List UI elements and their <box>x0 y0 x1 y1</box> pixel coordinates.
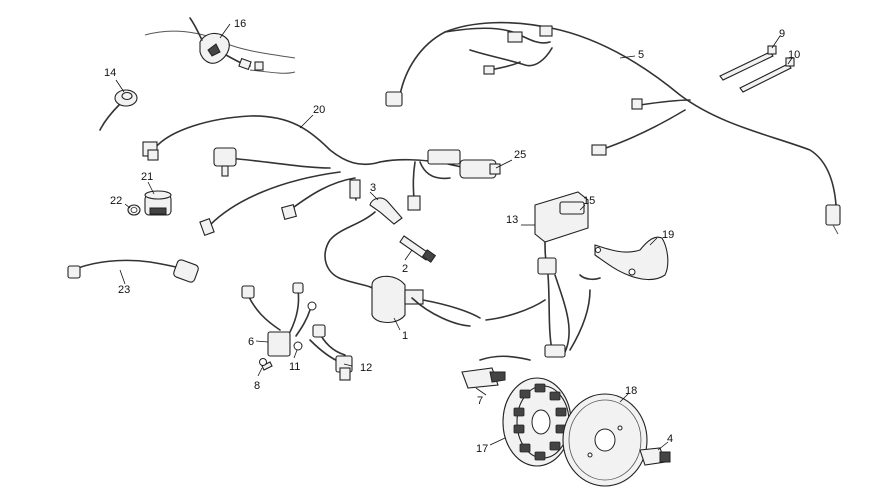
callout-13: 13 <box>506 214 518 226</box>
part-10-cable-tie <box>739 57 795 93</box>
callout-22: 21 <box>141 171 153 183</box>
callout-18: 18 <box>625 385 637 397</box>
part-21-cable <box>67 259 199 283</box>
part-9-cable-tie <box>719 45 777 81</box>
callout-5: 5 <box>638 49 644 61</box>
part-14-button-switch <box>99 89 138 131</box>
part-4-bolt <box>639 447 671 466</box>
callout-2: 2 <box>402 263 408 275</box>
stator-wiring <box>479 274 601 361</box>
callout-16: 16 <box>234 18 246 30</box>
part-5-main-harness <box>385 21 841 235</box>
callout-12: 12 <box>360 362 372 374</box>
callout-1: 1 <box>402 330 408 342</box>
part-15-rubber-mount <box>559 201 585 215</box>
part-8-screw <box>259 358 273 371</box>
part-16-handlebar-switch <box>144 17 296 74</box>
part-12-cable <box>309 324 353 381</box>
part-19-bracket <box>594 236 669 281</box>
part-20-wiring-harness <box>142 115 501 236</box>
callout-8: 8 <box>254 380 260 392</box>
callout-9: 9 <box>779 28 785 40</box>
callout-6: 6 <box>248 336 254 348</box>
callout-14: 14 <box>104 67 116 79</box>
callout-19: 19 <box>662 229 674 241</box>
callout-11: 11 <box>289 361 300 373</box>
leader-lines <box>115 23 793 451</box>
callout-10: 10 <box>788 49 800 61</box>
callout-21: 23 <box>118 284 130 296</box>
callout-3: 3 <box>370 182 376 194</box>
part-2-spark-plug <box>399 235 437 263</box>
part-18-flywheel <box>562 393 648 487</box>
callout-23: 22 <box>110 195 122 207</box>
callout-25: 25 <box>514 149 526 161</box>
part-11-washer <box>293 341 303 351</box>
callout-20: 20 <box>313 104 325 116</box>
callout-labels: 16 14 20 5 9 10 21 22 23 3 2 1 13 15 19 … <box>104 18 800 455</box>
callout-15: 15 <box>583 195 595 207</box>
part-3-spark-plug-cap <box>324 197 403 291</box>
callout-7: 7 <box>477 395 483 407</box>
part-7-pickup-sensor <box>461 367 506 389</box>
part-22-sensor <box>144 190 172 216</box>
part-1-ignition-coil <box>371 275 481 327</box>
callout-4: 4 <box>667 433 673 445</box>
part-17-stator <box>502 377 572 467</box>
part-23-o-ring <box>127 204 141 216</box>
callout-17: 17 <box>476 443 488 455</box>
part-6-regulator <box>241 282 317 357</box>
